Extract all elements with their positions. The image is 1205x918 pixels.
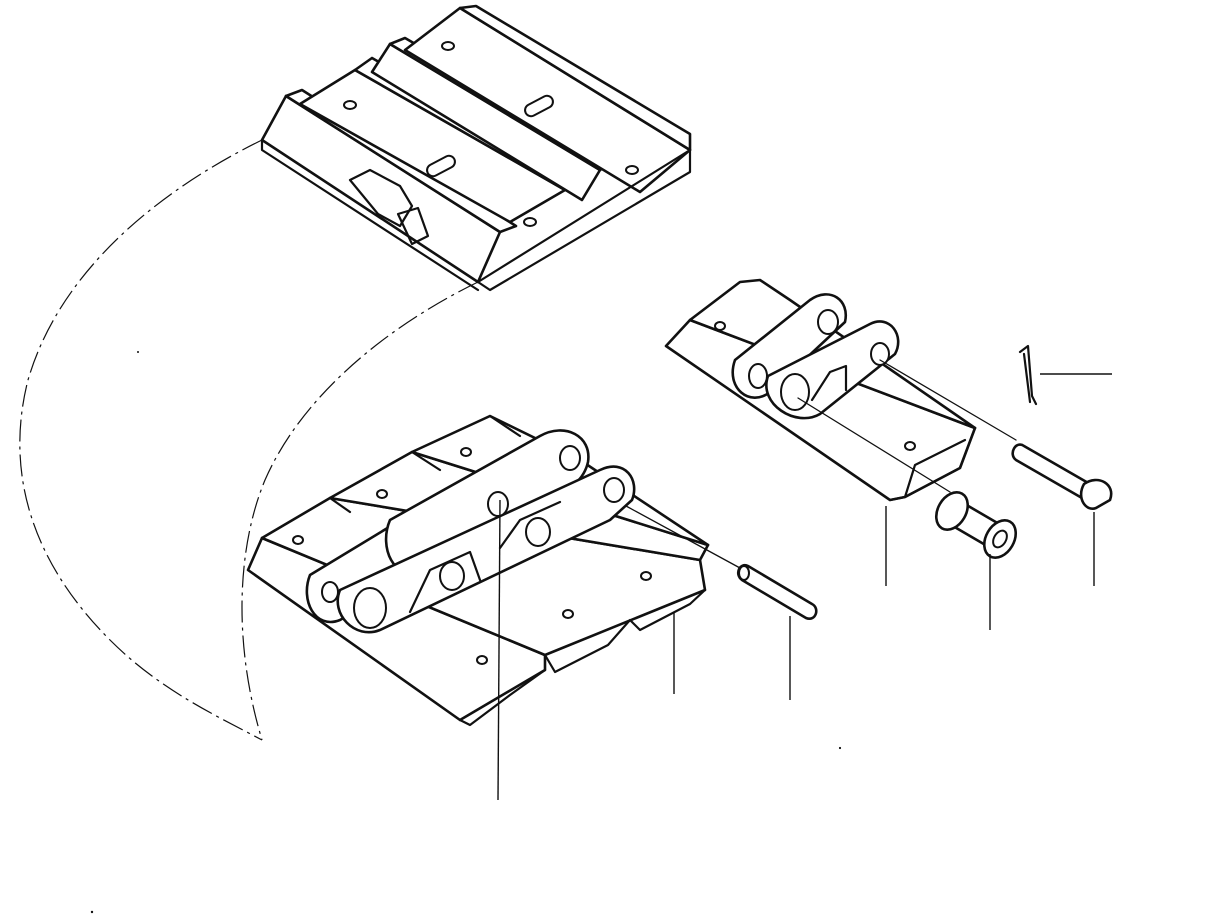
shoe-with-links: [664, 278, 1017, 502]
cotter-pin: [1018, 344, 1038, 406]
track-loop-outline: [19, 139, 479, 741]
leader-lines: [497, 373, 1112, 801]
headed-pin: [1011, 443, 1113, 510]
track-shoe-assembly: [260, 4, 692, 292]
stray-dots: [90, 351, 842, 914]
bushing: [934, 491, 1018, 559]
track-link-assembly: [305, 429, 636, 634]
master-pin: [625, 505, 818, 620]
